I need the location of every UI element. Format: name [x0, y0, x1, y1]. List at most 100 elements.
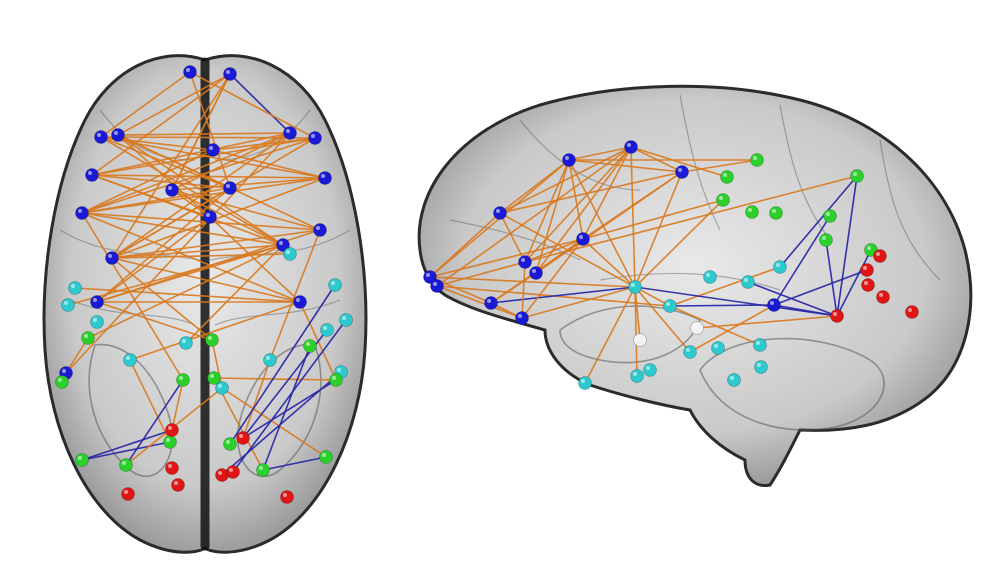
- node-highlight: [168, 464, 172, 468]
- inter-hemispheric-edge: [773, 304, 838, 317]
- parietal-node: [205, 333, 219, 347]
- inter-hemispheric-edge: [81, 441, 171, 461]
- node-highlight: [666, 302, 670, 306]
- node-highlight: [521, 258, 525, 262]
- intra-hemispheric-edge: [111, 229, 321, 259]
- temporal-node: [61, 298, 75, 312]
- axial-view-edges: [65, 71, 347, 476]
- frontal-node: [515, 311, 529, 325]
- parietal-node: [750, 153, 764, 167]
- intra-hemispheric-edge: [65, 337, 89, 374]
- node-highlight: [321, 174, 325, 178]
- intra-hemispheric-edge: [111, 177, 326, 259]
- intra-hemispheric-edge: [568, 159, 683, 173]
- node-highlight: [776, 263, 780, 267]
- node-highlight: [174, 481, 178, 485]
- intra-hemispheric-edge: [634, 286, 641, 341]
- intra-hemispheric-edge: [117, 134, 231, 189]
- occipital-node: [861, 278, 875, 292]
- node-highlight: [124, 490, 128, 494]
- node-highlight: [565, 156, 569, 160]
- node-highlight: [208, 336, 212, 340]
- node-highlight: [723, 173, 727, 177]
- node-highlight: [678, 168, 682, 172]
- temporal-node: [727, 373, 741, 387]
- intra-hemispheric-edge: [91, 174, 211, 218]
- intra-hemispheric-edge: [535, 159, 570, 274]
- node-highlight: [279, 241, 283, 245]
- region-nodes: [55, 65, 919, 504]
- intra-hemispheric-edge: [582, 238, 636, 288]
- intra-hemispheric-edge: [242, 359, 271, 439]
- parietal-node: [319, 450, 333, 464]
- intra-hemispheric-edge: [634, 286, 691, 353]
- intra-hemispheric-edge: [499, 171, 683, 214]
- intra-hemispheric-edge: [634, 171, 683, 288]
- node-highlight: [426, 273, 430, 277]
- intra-hemispheric-edge: [91, 174, 326, 179]
- temporal-node: [711, 341, 725, 355]
- temporal-node: [703, 270, 717, 284]
- node-highlight: [323, 326, 327, 330]
- node-highlight: [532, 269, 536, 273]
- node-highlight: [114, 131, 118, 135]
- node-highlight: [876, 252, 880, 256]
- intra-hemispheric-edge: [81, 212, 184, 381]
- intra-hemispheric-edge: [81, 137, 316, 214]
- intra-hemispheric-edge: [81, 212, 301, 303]
- temporal-node: [123, 353, 137, 367]
- inter-hemispheric-edge: [232, 319, 347, 473]
- node-highlight: [579, 235, 583, 239]
- intra-hemispheric-edge: [81, 177, 326, 214]
- temporal-node: [68, 281, 82, 295]
- intra-hemispheric-edge: [568, 159, 636, 288]
- inter-hemispheric-edge: [773, 269, 868, 306]
- temporal-node: [628, 280, 642, 294]
- temporal-node: [754, 360, 768, 374]
- parietal-node: [745, 205, 759, 219]
- node-highlight: [93, 318, 97, 322]
- node-highlight: [337, 368, 341, 372]
- temporal-node: [283, 247, 297, 261]
- temporal-node: [683, 345, 697, 359]
- frontal-node: [576, 232, 590, 246]
- occipital-node: [165, 423, 179, 437]
- intra-hemispheric-edge: [91, 132, 291, 176]
- node-highlight: [646, 366, 650, 370]
- node-highlight: [772, 209, 776, 213]
- temporal-node: [741, 275, 755, 289]
- node-highlight: [757, 363, 761, 367]
- node-highlight: [496, 209, 500, 213]
- intra-hemispheric-edge: [111, 257, 301, 303]
- node-highlight: [226, 184, 230, 188]
- temporal-node: [328, 278, 342, 292]
- frontal-node: [206, 143, 220, 157]
- node-highlight: [62, 369, 66, 373]
- occipital-node: [236, 431, 250, 445]
- intra-hemispheric-edge: [91, 174, 231, 189]
- intra-hemispheric-edge: [535, 146, 632, 274]
- node-highlight: [822, 236, 826, 240]
- frontal-node: [313, 223, 327, 237]
- temporal-node: [643, 363, 657, 377]
- intra-hemispheric-edge: [630, 146, 636, 288]
- node-highlight: [879, 293, 883, 297]
- parietal-node: [819, 233, 833, 247]
- parietal-node: [850, 169, 864, 183]
- node-highlight: [826, 212, 830, 216]
- node-highlight: [210, 374, 214, 378]
- frontal-node: [675, 165, 689, 179]
- intra-hemispheric-edge: [582, 146, 632, 240]
- parietal-node: [223, 437, 237, 451]
- intra-hemispheric-edge: [129, 359, 171, 443]
- inter-hemispheric-edge: [490, 286, 636, 304]
- temporal-node: [663, 299, 677, 313]
- intra-hemispheric-edge: [67, 244, 284, 306]
- intra-hemispheric-edge: [436, 285, 523, 319]
- inter-hemispheric-edge: [779, 175, 858, 268]
- node-highlight: [64, 301, 68, 305]
- intra-hemispheric-edge: [96, 216, 211, 303]
- intra-hemispheric-edge: [65, 132, 291, 374]
- inter-hemispheric-edge: [125, 379, 184, 466]
- intra-hemispheric-edge: [91, 73, 231, 176]
